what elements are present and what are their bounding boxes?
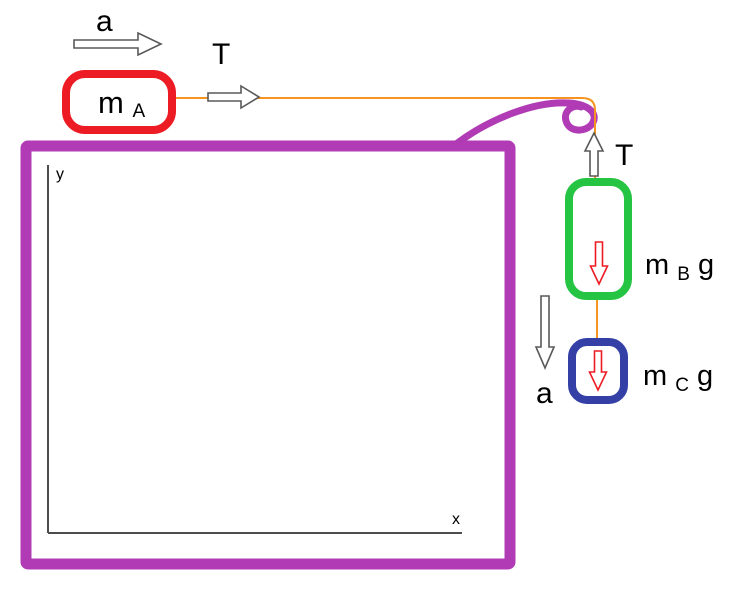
accel-top-label: a [96, 5, 113, 38]
accel-right-label: a [536, 377, 553, 410]
block-a-label-sub: A [132, 101, 145, 122]
accel-top-arrow-icon [73, 31, 163, 57]
weight-c-label-base: m [643, 360, 667, 392]
block-a [62, 70, 176, 134]
block-b [565, 178, 632, 300]
y-axis-label: y [56, 166, 64, 183]
weight-c-arrow-icon [588, 350, 608, 392]
weight-b-label-base: m [645, 249, 669, 281]
weight-b-label-suffix: g [698, 249, 714, 281]
x-axis-label: x [452, 511, 460, 528]
block-a-label: m A [98, 85, 145, 122]
weight-c-label-suffix: g [697, 360, 713, 392]
tension-right-arrow-icon [583, 131, 605, 177]
tension-top-arrow-icon [207, 84, 261, 110]
table-rectangle [20, 140, 516, 570]
weight-b-arrow-icon [589, 241, 609, 286]
tension-top-label: T [212, 38, 230, 71]
weight-c-label-sub: C [675, 375, 689, 396]
string-a-to-b [176, 97, 596, 184]
weight-b-label-sub: B [677, 264, 690, 285]
accel-right-arrow-icon [534, 295, 556, 371]
pulley-hook [452, 99, 598, 148]
weight-b-label: m B g [645, 249, 714, 287]
weight-c-label: m C g [643, 360, 713, 398]
block-a-label-base: m [98, 85, 124, 120]
tension-right-label: T [615, 139, 633, 172]
